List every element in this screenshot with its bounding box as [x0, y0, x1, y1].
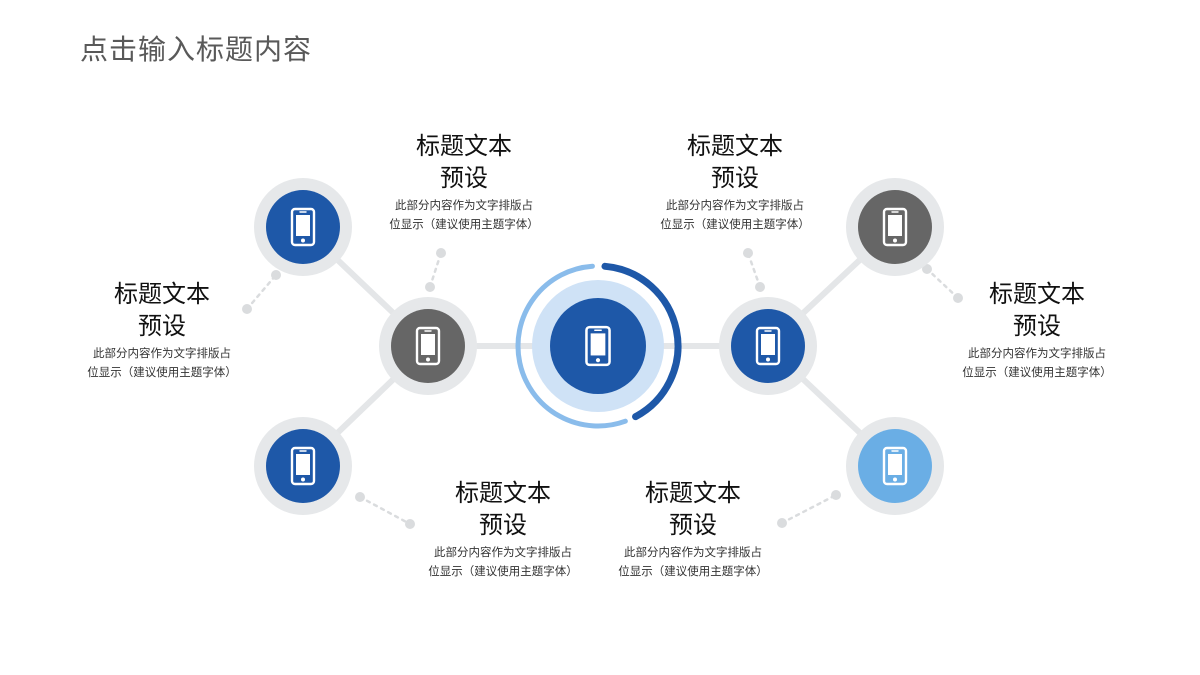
- phone-icon: [415, 326, 441, 366]
- text-block: 标题文本 预设此部分内容作为文字排版占 位显示（建议使用主题字体）: [403, 477, 603, 581]
- leader-dot: [953, 293, 963, 303]
- leader-line: [358, 495, 412, 526]
- leader-line: [925, 267, 960, 300]
- center-arc-light: [515, 263, 628, 429]
- block-description: 此部分内容作为文字排版占 位显示（建议使用主题字体）: [428, 545, 578, 578]
- block-title: 标题文本 预设: [687, 132, 783, 192]
- leader-line: [245, 273, 278, 311]
- text-block: 标题文本 预设此部分内容作为文字排版占 位显示（建议使用主题字体）: [593, 477, 793, 581]
- block-title: 标题文本 预设: [645, 479, 741, 539]
- leader-dot: [922, 264, 932, 274]
- phone-icon: [290, 446, 316, 486]
- text-block: 标题文本 预设此部分内容作为文字排版占 位显示（建议使用主题字体）: [937, 278, 1137, 382]
- block-description: 此部分内容作为文字排版占 位显示（建议使用主题字体）: [389, 198, 539, 231]
- leader-dot: [755, 282, 765, 292]
- phone-icon: [290, 207, 316, 247]
- leader-dot: [831, 490, 841, 500]
- leader-line: [428, 251, 443, 289]
- phone-icon: [882, 207, 908, 247]
- block-title: 标题文本 预设: [416, 132, 512, 192]
- leader-line: [780, 493, 838, 525]
- text-block: 标题文本 预设此部分内容作为文字排版占 位显示（建议使用主题字体）: [364, 130, 564, 234]
- phone-icon: [882, 446, 908, 486]
- phone-icon: [585, 325, 611, 367]
- leader-dot: [743, 248, 753, 258]
- leader-dot: [436, 248, 446, 258]
- block-description: 此部分内容作为文字排版占 位显示（建议使用主题字体）: [618, 545, 768, 578]
- leader-dot: [777, 518, 787, 528]
- leader-dot: [405, 519, 415, 529]
- block-title: 标题文本 预设: [989, 280, 1085, 340]
- leader-dot: [271, 270, 281, 280]
- block-description: 此部分内容作为文字排版占 位显示（建议使用主题字体）: [660, 198, 810, 231]
- page-title: 点击输入标题内容: [80, 33, 313, 66]
- block-title: 标题文本 预设: [114, 280, 210, 340]
- block-description: 此部分内容作为文字排版占 位显示（建议使用主题字体）: [87, 346, 237, 379]
- leader-line: [746, 251, 762, 289]
- text-block: 标题文本 预设此部分内容作为文字排版占 位显示（建议使用主题字体）: [62, 278, 262, 382]
- leader-dot: [425, 282, 435, 292]
- leader-dot: [242, 304, 252, 314]
- leader-dot: [355, 492, 365, 502]
- block-description: 此部分内容作为文字排版占 位显示（建议使用主题字体）: [962, 346, 1112, 379]
- phone-icon: [755, 326, 781, 366]
- text-block: 标题文本 预设此部分内容作为文字排版占 位显示（建议使用主题字体）: [635, 130, 835, 234]
- center-arc-dark: [601, 262, 682, 421]
- block-title: 标题文本 预设: [455, 479, 551, 539]
